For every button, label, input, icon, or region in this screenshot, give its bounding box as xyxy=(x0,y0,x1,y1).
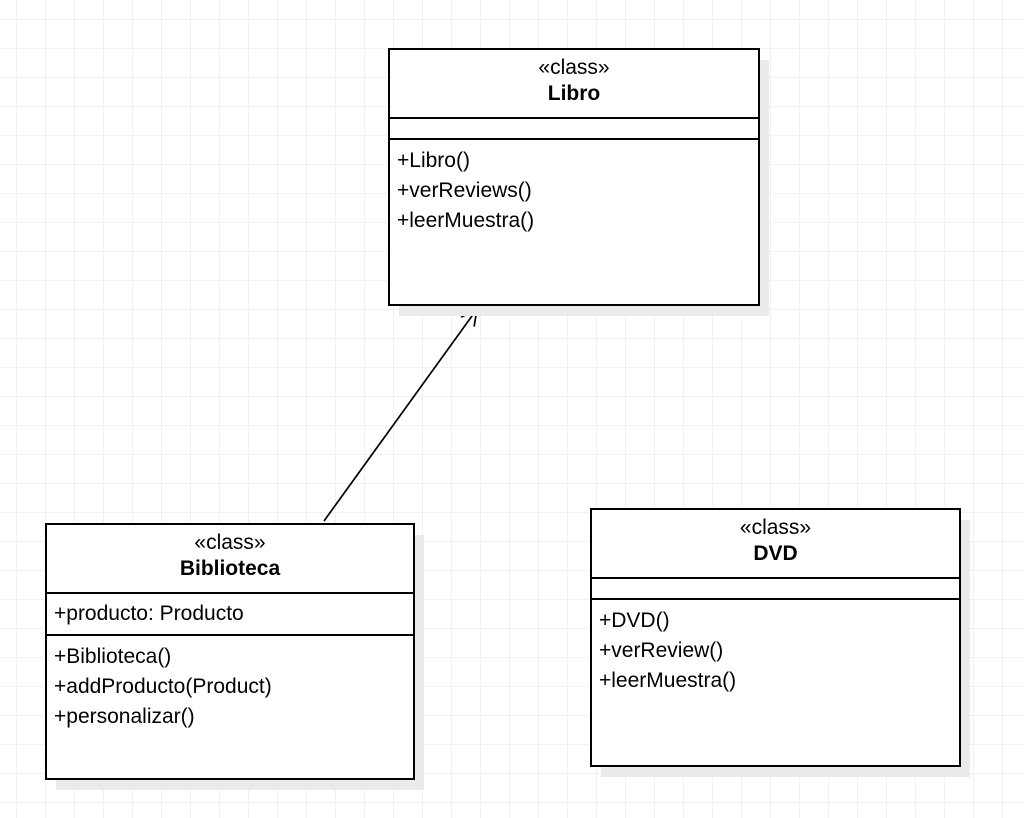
association-line[interactable] xyxy=(323,307,479,522)
attributes-section xyxy=(592,577,959,598)
class-stereotype: «class» xyxy=(538,56,610,79)
attribute-item: +producto: Producto xyxy=(54,602,244,625)
class-name: Libro xyxy=(547,82,601,105)
method-item: +leerMuestra() xyxy=(599,669,737,692)
class-header: «class» DVD xyxy=(592,510,959,577)
method-item: +personalizar() xyxy=(54,705,195,728)
class-name: Biblioteca xyxy=(179,557,281,580)
attributes-section: +producto: Producto xyxy=(47,592,413,634)
class-stereotype: «class» xyxy=(194,531,266,554)
method-item: +leerMuestra() xyxy=(397,209,535,232)
method-item: +DVD() xyxy=(599,609,670,632)
methods-section: +Libro() +verReviews() +leerMuestra() xyxy=(390,138,758,304)
methods-section: +Biblioteca() +addProducto(Product) +perso… xyxy=(47,634,413,778)
class-header: «class» Biblioteca xyxy=(47,525,413,592)
methods-section: +DVD() +verReview() +leerMuestra() xyxy=(592,598,959,765)
class-box-dvd[interactable]: «class» DVD +DVD() +verReview() +leerMuest… xyxy=(590,508,961,767)
attributes-section xyxy=(390,117,758,138)
class-name: DVD xyxy=(753,542,798,565)
method-item: +Libro() xyxy=(397,149,470,172)
class-box-libro[interactable]: «class» Libro +Libro() +verReviews() +leer… xyxy=(388,48,760,306)
class-stereotype: «class» xyxy=(739,516,812,539)
method-item: +verReviews() xyxy=(397,179,532,202)
method-item: +verReview() xyxy=(599,639,724,662)
method-item: +Biblioteca() xyxy=(54,645,172,668)
class-header: «class» Libro xyxy=(390,50,758,117)
class-box-biblioteca[interactable]: «class» Biblioteca +producto: Producto +… xyxy=(45,523,415,780)
method-item: +addProducto(Product) xyxy=(54,675,272,698)
